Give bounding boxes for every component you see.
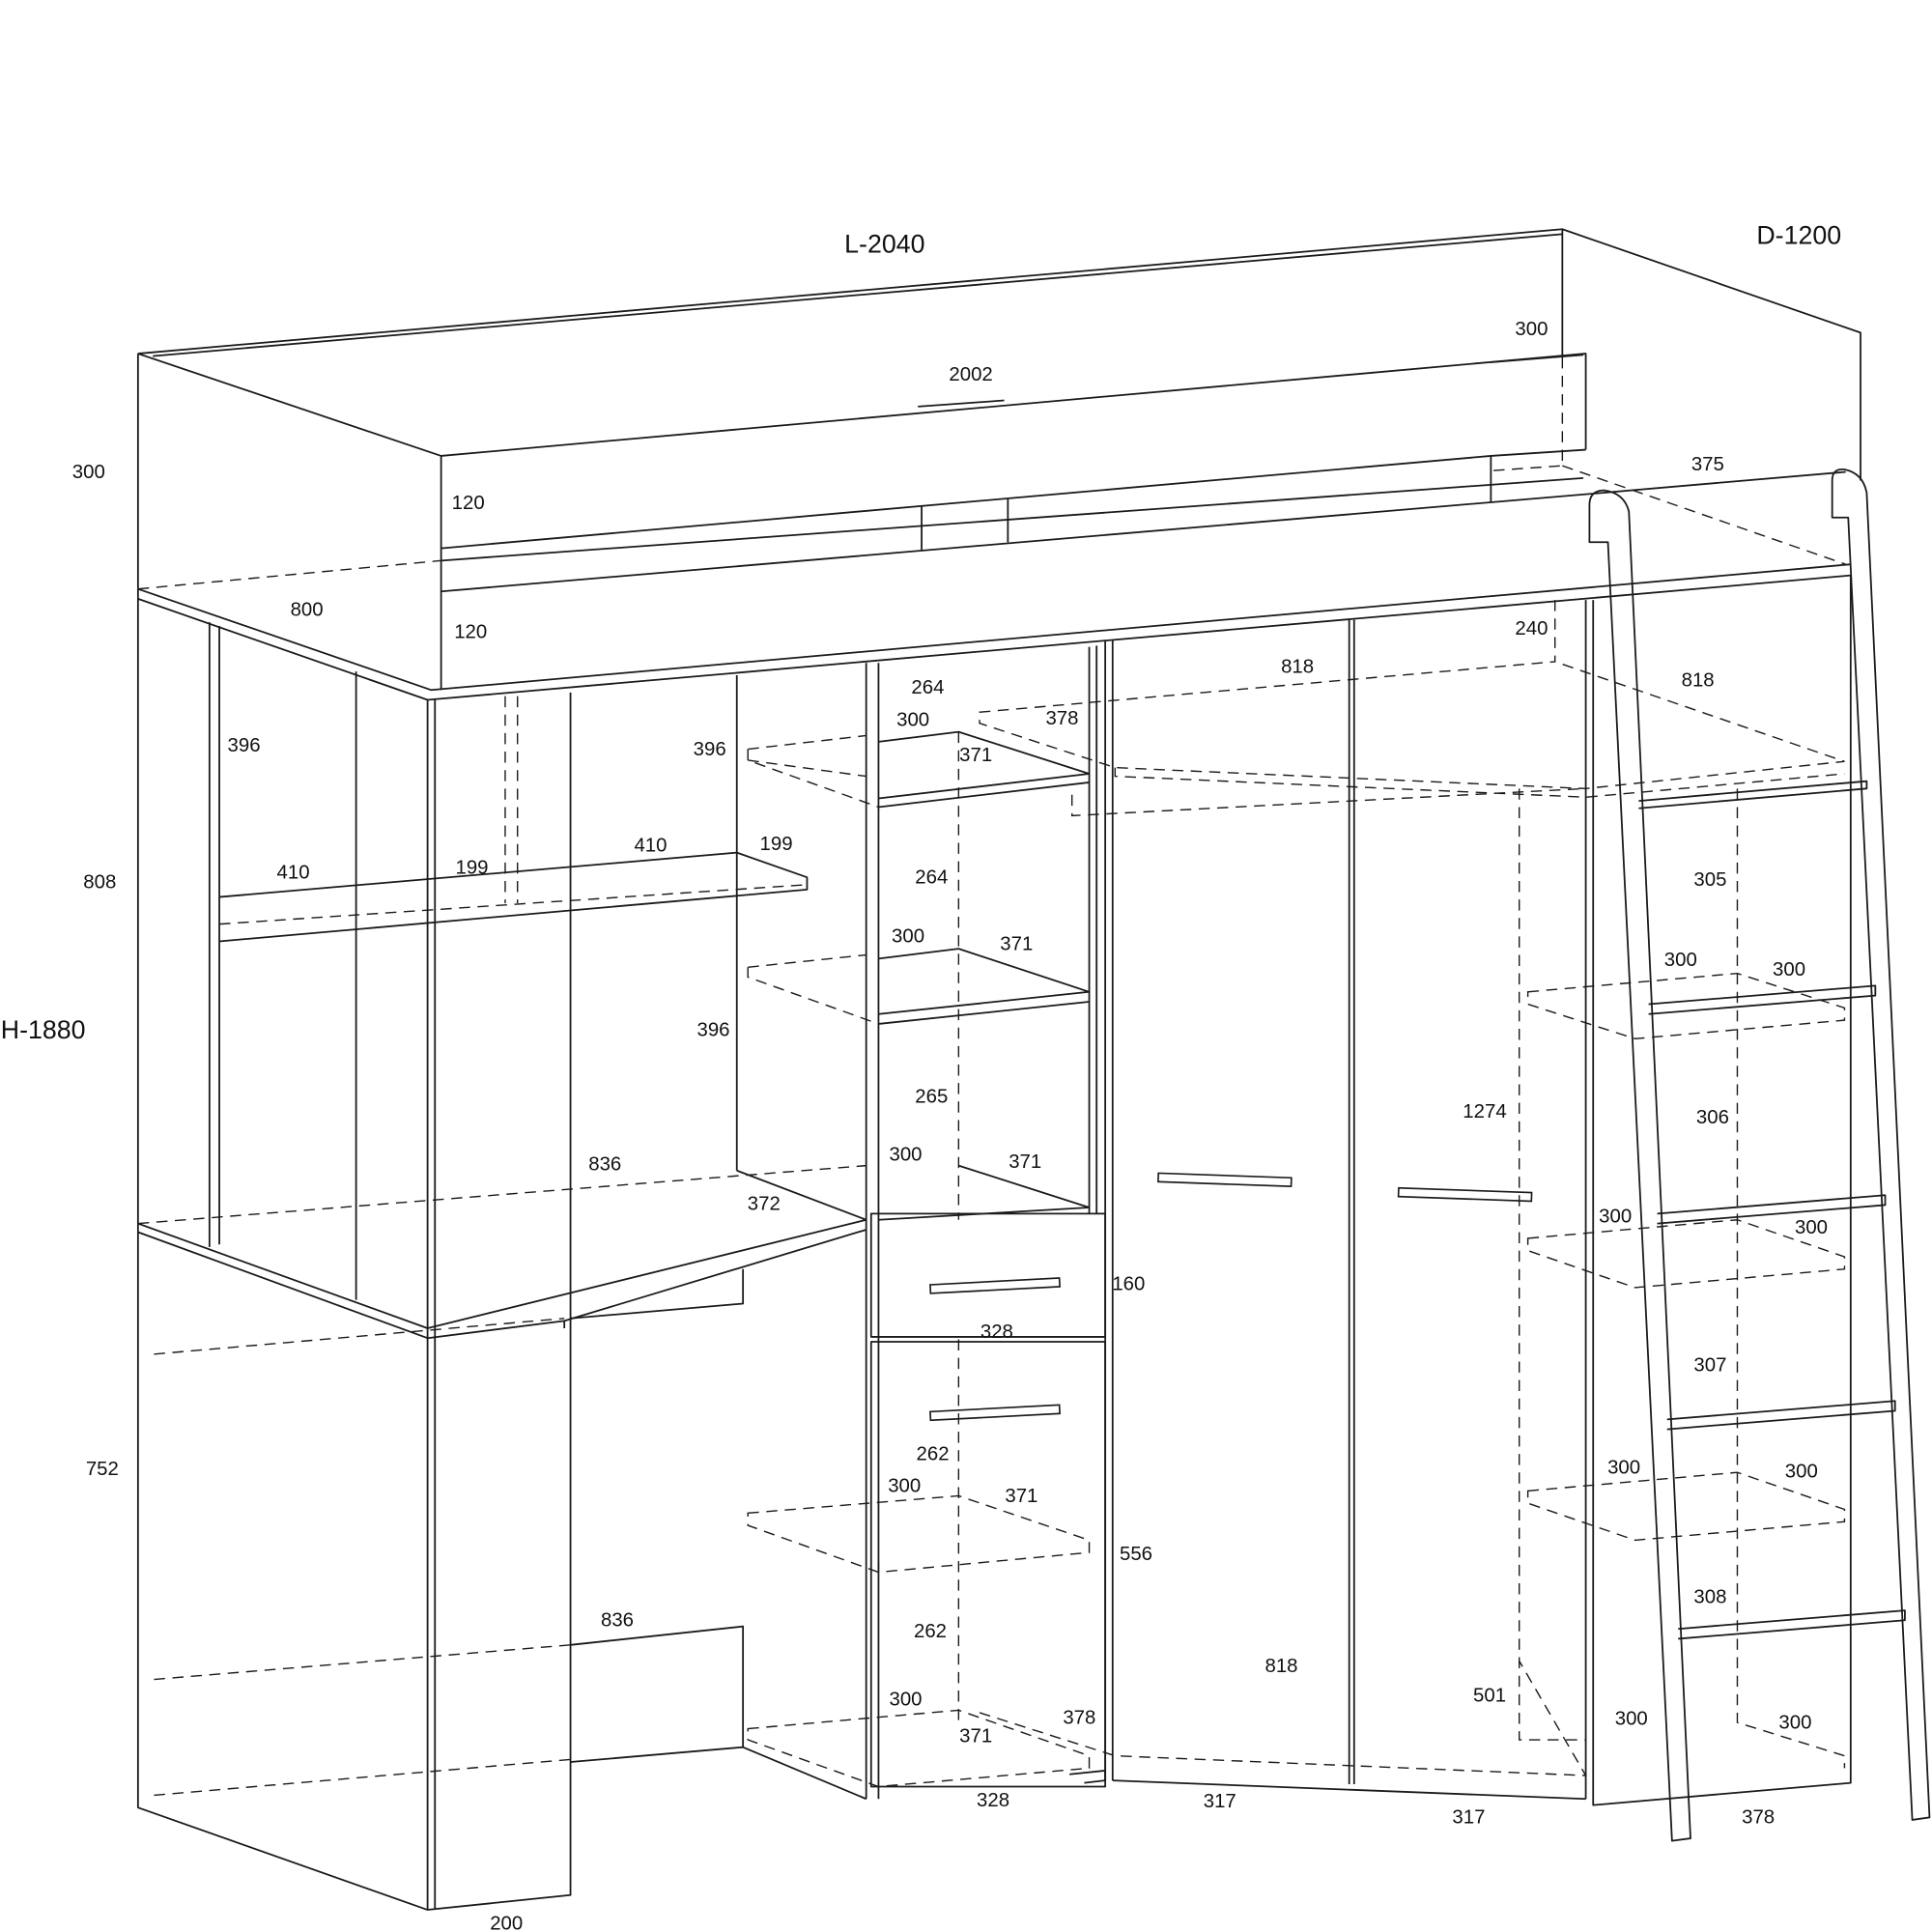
dim-label: 160 [1112, 1273, 1145, 1294]
dim-label: 317 [1204, 1791, 1236, 1812]
dim-label: 300 [896, 709, 929, 730]
door-handle-lower[interactable] [929, 1404, 1061, 1422]
dim-label: 378 [1045, 708, 1078, 729]
dim-label: 556 [1120, 1544, 1152, 1565]
dim-label: 262 [914, 1621, 947, 1642]
dim-label: 1274 [1463, 1101, 1506, 1122]
dim-label: 300 [1607, 1458, 1640, 1479]
dim-label: 396 [694, 739, 726, 760]
dim-label: 818 [1265, 1656, 1298, 1677]
dim-label: 372 [748, 1194, 781, 1215]
dim-label: 2002 [949, 364, 992, 385]
dim-label: 800 [291, 600, 324, 621]
dim-label: 501 [1473, 1685, 1506, 1706]
solid-outlines [136, 228, 1861, 1911]
drawer-handle[interactable] [929, 1277, 1061, 1294]
dim-label: 305 [1693, 869, 1726, 891]
dim-label: 396 [697, 1020, 730, 1041]
dim-label: 300 [1599, 1206, 1632, 1227]
dim-label: 300 [892, 926, 924, 948]
dim-label: 300 [1778, 1713, 1811, 1734]
dim-label: 818 [1682, 669, 1715, 691]
dim-label: 300 [888, 1476, 921, 1497]
dim-label: 300 [1785, 1461, 1818, 1482]
dim-label: 200 [490, 1913, 523, 1932]
dim-label: 199 [760, 834, 793, 855]
dim-label: 307 [1693, 1355, 1726, 1377]
dim-label: 300 [889, 1145, 922, 1166]
dim-label: 300 [1515, 319, 1548, 340]
dim-label: 120 [452, 493, 485, 514]
dim-label: 836 [601, 1610, 634, 1632]
overall-depth: D-1200 [1756, 221, 1841, 250]
dim-label: 818 [1281, 656, 1314, 677]
dim-label: 120 [454, 622, 487, 643]
dim-label: 378 [1063, 1707, 1095, 1728]
door-handle-right[interactable] [1397, 1186, 1533, 1203]
ladder [1588, 468, 1931, 1842]
dim-label: 371 [1009, 1151, 1041, 1173]
dim-label: 836 [588, 1154, 621, 1176]
dimension-labels: L-2040 D-1200 H-1880 300 2002 300 120 12… [1, 221, 1841, 1932]
dim-label: 262 [917, 1443, 950, 1464]
dim-label: 300 [889, 1689, 922, 1710]
overall-height: H-1880 [1, 1015, 86, 1044]
dim-label: 300 [1664, 950, 1697, 971]
door-handles [929, 1172, 1533, 1422]
dim-label: 240 [1515, 618, 1548, 639]
hidden-lines [137, 356, 1846, 1797]
dim-label: 371 [1000, 933, 1033, 954]
dim-label: 328 [977, 1790, 1009, 1811]
door-handle-left[interactable] [1157, 1172, 1293, 1188]
dim-label: 264 [911, 677, 944, 698]
dim-label: 306 [1696, 1107, 1729, 1128]
dim-label: 300 [1773, 959, 1805, 980]
dim-label: 300 [1615, 1709, 1648, 1730]
dim-label: 410 [634, 835, 667, 856]
dim-label: 752 [86, 1459, 119, 1480]
dim-label: 410 [277, 862, 310, 883]
dim-label: 300 [72, 462, 105, 483]
overall-length: L-2040 [844, 229, 924, 258]
dim-label: 371 [1005, 1486, 1037, 1507]
dim-label: 199 [456, 857, 489, 878]
dim-label: 328 [980, 1321, 1013, 1343]
dim-label: 300 [1795, 1217, 1828, 1238]
dim-label: 396 [228, 735, 261, 756]
dim-label: 371 [959, 745, 992, 766]
dim-label: 308 [1693, 1586, 1726, 1607]
dim-label: 378 [1742, 1807, 1775, 1829]
dim-label: 375 [1691, 454, 1724, 475]
dim-label: 264 [915, 867, 948, 889]
dim-label: 317 [1452, 1807, 1485, 1829]
dim-label: 265 [915, 1087, 948, 1108]
dim-label: 808 [83, 872, 116, 894]
dim-label: 371 [959, 1726, 992, 1747]
